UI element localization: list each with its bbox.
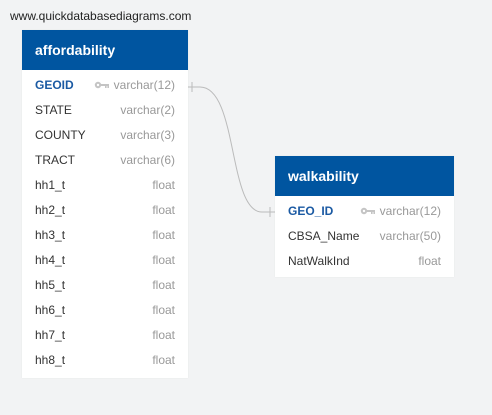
column-list: GEOID varchar(12) STATE varchar(2) COUNTY var… [22, 70, 188, 378]
column-name: hh7_t [35, 327, 66, 342]
column-row-state[interactable]: STATE varchar(2) [22, 97, 188, 122]
column-type: float [152, 252, 175, 267]
column-name: GEOID [35, 77, 74, 92]
column-row-hh3-t[interactable]: hh3_t float [22, 222, 188, 247]
column-row-geoid[interactable]: GEOID varchar(12) [22, 72, 188, 97]
column-name: hh2_t [35, 202, 66, 217]
column-type-group: varchar(50) [380, 229, 441, 243]
column-name: STATE [35, 102, 72, 117]
column-list: GEO_ID varchar(12) CBSA_Name varchar(50) Nat… [275, 196, 454, 277]
column-row-hh2-t[interactable]: hh2_t float [22, 197, 188, 222]
column-name: CBSA_Name [288, 228, 360, 243]
column-type: varchar(3) [120, 127, 175, 142]
column-type-group: varchar(3) [120, 128, 175, 142]
column-type-group: varchar(6) [120, 153, 175, 167]
key-icon [360, 207, 376, 215]
column-name: hh3_t [35, 227, 66, 242]
column-type-group: varchar(12) [94, 78, 175, 92]
column-row-geo-id[interactable]: GEO_ID varchar(12) [275, 198, 454, 223]
column-type: varchar(12) [379, 203, 441, 218]
table-walkability[interactable]: walkability GEO_ID varchar(12) CBSA_Name va… [275, 156, 454, 277]
column-type: varchar(2) [120, 102, 175, 117]
column-type: float [152, 277, 175, 292]
column-type-group: float [152, 228, 175, 242]
column-type-group: float [152, 328, 175, 342]
table-header: walkability [275, 156, 454, 196]
column-row-tract[interactable]: TRACT varchar(6) [22, 147, 188, 172]
column-type-group: float [152, 303, 175, 317]
key-icon [94, 81, 110, 89]
column-name: TRACT [35, 152, 75, 167]
table-header: affordability [22, 30, 188, 70]
column-type: float [152, 177, 175, 192]
column-type: float [418, 253, 441, 268]
column-type-group: float [152, 353, 175, 367]
column-row-cbsa-name[interactable]: CBSA_Name varchar(50) [275, 223, 454, 248]
column-row-hh7-t[interactable]: hh7_t float [22, 322, 188, 347]
column-name: hh4_t [35, 252, 66, 267]
table-affordability[interactable]: affordability GEOID varchar(12) STATE varch… [22, 30, 188, 378]
column-type: float [152, 327, 175, 342]
column-row-hh8-t[interactable]: hh8_t float [22, 347, 188, 372]
column-type: varchar(50) [379, 228, 441, 243]
table-title: affordability [35, 42, 116, 58]
column-type-group: float [152, 253, 175, 267]
column-row-natwalkind[interactable]: NatWalkInd float [275, 248, 454, 273]
column-type: float [152, 202, 175, 217]
column-name: NatWalkInd [288, 253, 350, 268]
column-row-hh6-t[interactable]: hh6_t float [22, 297, 188, 322]
column-type: float [152, 302, 175, 317]
column-type: float [152, 352, 175, 367]
column-type-group: float [152, 278, 175, 292]
column-name: hh5_t [35, 277, 66, 292]
column-name: hh8_t [35, 352, 66, 367]
table-title: walkability [288, 168, 359, 184]
column-type-group: float [418, 254, 441, 268]
column-row-hh1-t[interactable]: hh1_t float [22, 172, 188, 197]
column-type-group: float [152, 178, 175, 192]
column-type-group: varchar(12) [360, 204, 441, 218]
watermark-text: www.quickdatabasediagrams.com [10, 9, 192, 23]
column-type: varchar(6) [120, 152, 175, 167]
column-type-group: varchar(2) [120, 103, 175, 117]
column-row-county[interactable]: COUNTY varchar(3) [22, 122, 188, 147]
column-type: float [152, 227, 175, 242]
column-name: COUNTY [35, 127, 86, 142]
column-row-hh5-t[interactable]: hh5_t float [22, 272, 188, 297]
column-name: hh1_t [35, 177, 66, 192]
column-type: varchar(12) [113, 77, 175, 92]
connector-line [187, 86, 275, 213]
column-row-hh4-t[interactable]: hh4_t float [22, 247, 188, 272]
column-name: GEO_ID [288, 203, 334, 218]
column-name: hh6_t [35, 302, 66, 317]
column-type-group: float [152, 203, 175, 217]
